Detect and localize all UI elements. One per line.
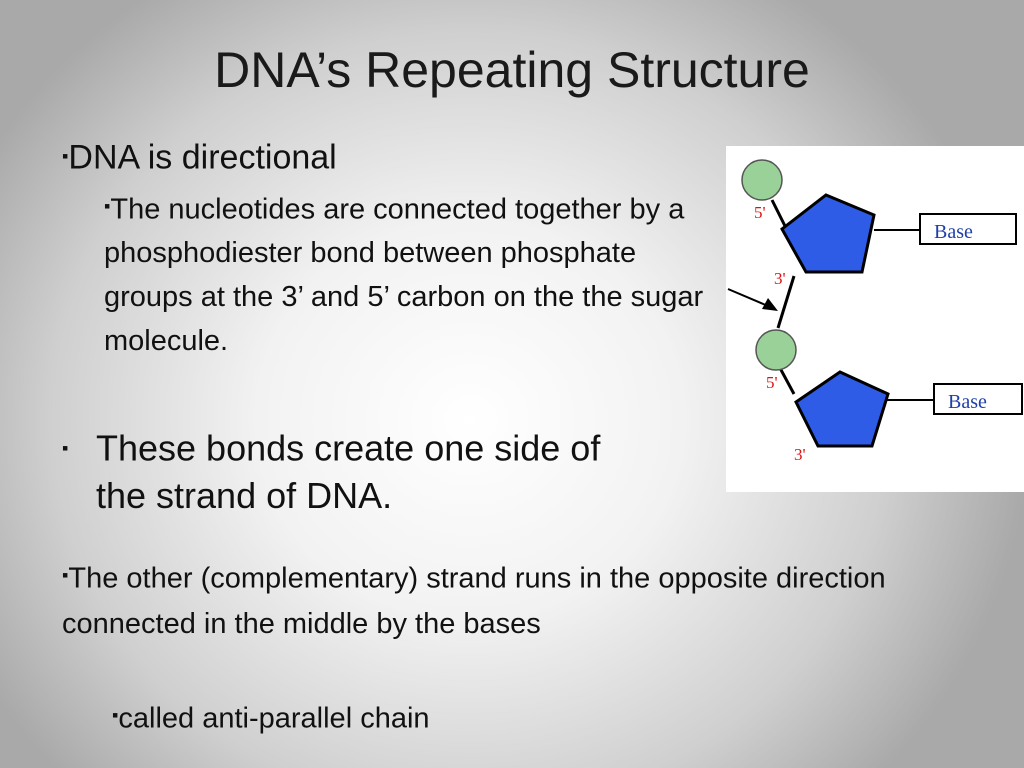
bullet-text-line-2: the strand of DNA. bbox=[96, 475, 393, 517]
label-5-prime-bottom: 5' bbox=[766, 373, 778, 392]
sugar-pentagon-top bbox=[780, 193, 876, 274]
sub-bullet-text: The nucleotides are connected together b… bbox=[104, 193, 704, 358]
base-label-top: Base bbox=[934, 221, 973, 243]
sugar-pentagon-bottom bbox=[794, 370, 890, 448]
base-box-bottom bbox=[933, 383, 1023, 415]
phosphate-sugar-bond-bottom bbox=[778, 367, 796, 395]
bullet-complementary-strand: ▪The other (complementary) strand runs i… bbox=[62, 552, 902, 647]
nucleotide-diagram: Base Base 5' 3' 5' 3' bbox=[726, 146, 1024, 492]
bullet-strand-side: ▪ These bonds create one side of the stra… bbox=[62, 424, 702, 520]
bullet-marker: ▪ bbox=[62, 565, 69, 585]
bullet-text: DNA is directional bbox=[68, 138, 337, 177]
label-3-prime-bottom: 3' bbox=[794, 445, 806, 464]
label-5-prime-top: 5' bbox=[754, 203, 766, 222]
bullet-line-1: ▪ These bonds create one side of bbox=[62, 424, 702, 472]
arrow-line bbox=[727, 288, 769, 307]
bullet-marker: ▪ bbox=[62, 438, 69, 458]
sub-bullet-antiparallel: ▪called anti-parallel chain bbox=[112, 695, 430, 738]
bullet-text: The other (complementary) strand runs in… bbox=[62, 562, 886, 641]
base-label-bottom: Base bbox=[948, 391, 987, 413]
bullet-text-line-1: These bonds create one side of bbox=[96, 427, 601, 469]
sub-bullet-text: called anti-parallel chain bbox=[118, 702, 430, 735]
bullet-marker: ▪ bbox=[104, 196, 111, 216]
phosphodiester-bond bbox=[776, 275, 796, 329]
base-box-top bbox=[919, 213, 1017, 245]
bullet-marker: ▪ bbox=[112, 705, 119, 725]
phosphate-circle-bottom bbox=[755, 329, 797, 371]
nucleotide-diagram-svg: Base Base 5' 3' 5' 3' bbox=[727, 159, 1023, 464]
slide-title: DNA’s Repeating Structure bbox=[214, 42, 810, 98]
bullet-dna-directional: ▪DNA is directional bbox=[62, 136, 337, 177]
sub-bullet-phosphodiester: ▪The nucleotides are connected together … bbox=[104, 184, 704, 363]
arrow-head-icon bbox=[762, 298, 778, 311]
bullet-marker: ▪ bbox=[62, 146, 69, 166]
phosphate-circle-top bbox=[741, 159, 783, 201]
label-3-prime-top: 3' bbox=[774, 269, 786, 288]
